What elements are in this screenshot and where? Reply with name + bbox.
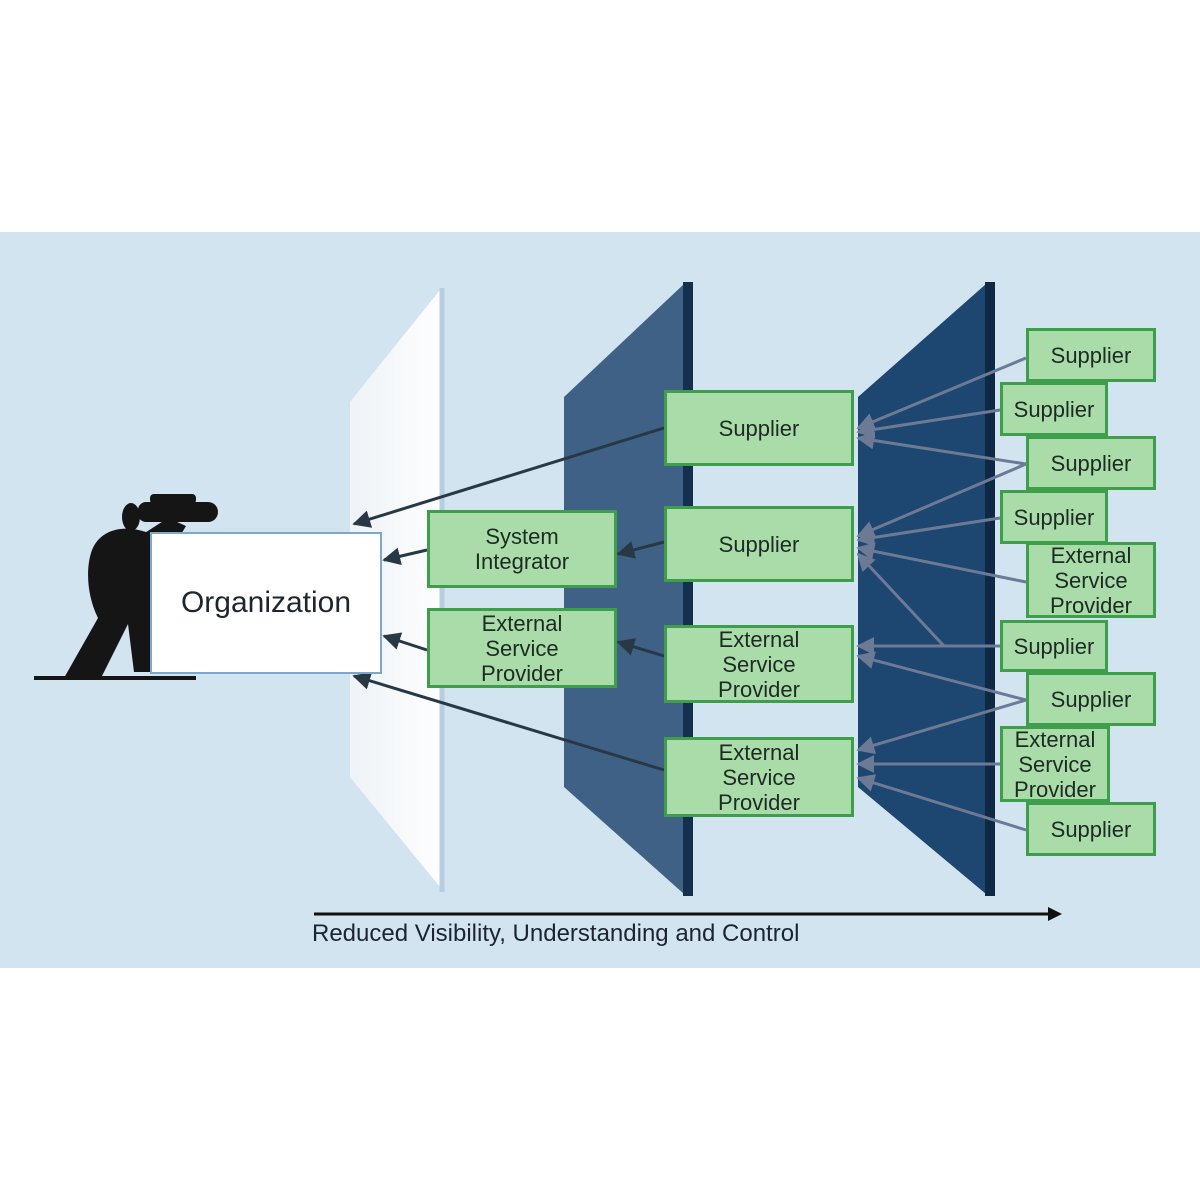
arrow-t3-3-to-t2-1 <box>856 431 1027 466</box>
arrow-t3-3-to-t2-2 <box>856 462 1027 538</box>
visibility-axis-label: Reduced Visibility, Understanding and Co… <box>312 920 800 947</box>
tier3-box-label: External Service Provider <box>1014 726 1096 802</box>
arrows-to-middle-tier <box>856 356 1027 832</box>
tier2-supplier-box: Supplier <box>664 390 854 466</box>
tier3-box-label: External Service Provider <box>1050 542 1132 618</box>
tier3-supplier-box: Supplier <box>1026 436 1156 490</box>
arrow-supplier-to-org <box>352 426 665 528</box>
tier3-supplier-box: Supplier <box>1026 328 1156 382</box>
arrow-t3-7-to-t2-4 <box>856 698 1027 755</box>
tier3-supplier-box: Supplier <box>1026 672 1156 726</box>
tier3-box-label: Supplier <box>1013 396 1095 422</box>
tier3-box-label: Supplier <box>1013 633 1095 659</box>
tier3-external-service-provider-box: External Service Provider <box>1000 726 1110 802</box>
arrow-t3-2-to-t2-1 <box>856 408 1001 439</box>
middle-visibility-panel <box>564 284 684 894</box>
far-visibility-panel <box>858 284 986 894</box>
arrow-t3-5-to-t2-2 <box>856 542 1027 584</box>
tier2-external-service-provider-box: External Service Provider <box>664 625 854 703</box>
supply-chain-diagram: Organization System Integrator External … <box>0 232 1200 968</box>
arrow-tier2-esp-to-org <box>352 672 665 772</box>
tier1-system-integrator-box: System Integrator <box>427 510 617 588</box>
tier3-supplier-box: Supplier <box>1000 382 1108 436</box>
tier2-box-label: Supplier <box>718 531 800 557</box>
tier2-supplier-box: Supplier <box>664 506 854 582</box>
tier2-box-label: External Service Provider <box>718 739 800 815</box>
arrow-integrator-to-org <box>382 547 428 566</box>
tier2-box-label: Supplier <box>718 415 800 441</box>
tier3-box-label: Supplier <box>1050 686 1132 712</box>
organization-box: Organization <box>150 532 382 674</box>
arrow-t3-9-to-t2-4 <box>856 774 1027 832</box>
tier1-box-label: External Service Provider <box>481 610 563 686</box>
tier3-supplier-box: Supplier <box>1000 490 1108 544</box>
tier2-box-label: External Service Provider <box>718 626 800 702</box>
arrows-to-organization <box>352 426 665 772</box>
tier3-box-label: Supplier <box>1050 450 1132 476</box>
arrow-t3-1-to-t2-1 <box>856 356 1027 431</box>
arrow-tier2-esp-to-tier1-esp <box>616 638 665 658</box>
tier3-supplier-box: Supplier <box>1026 802 1156 856</box>
tier1-external-service-provider-box: External Service Provider <box>427 608 617 688</box>
tier3-box-label: Supplier <box>1050 342 1132 368</box>
arrow-supplier-to-integrator <box>616 540 665 559</box>
arrow-t3-7-to-t2-3 <box>856 651 1027 702</box>
near-visibility-panel <box>350 290 440 887</box>
tier3-box-label: Supplier <box>1050 816 1132 842</box>
tier3-external-service-provider-box: External Service Provider <box>1026 542 1156 618</box>
tier2-external-service-provider-box: External Service Provider <box>664 737 854 817</box>
tier3-supplier-box: Supplier <box>1000 620 1108 672</box>
arrow-t3-4-to-t2-2 <box>856 516 1001 547</box>
organization-label: Organization <box>180 586 352 619</box>
tier1-box-label: System Integrator <box>474 524 570 574</box>
tier3-box-label: Supplier <box>1013 504 1095 530</box>
visibility-direction-arrowhead <box>1048 907 1062 921</box>
arrow-esp-to-org <box>382 632 428 652</box>
